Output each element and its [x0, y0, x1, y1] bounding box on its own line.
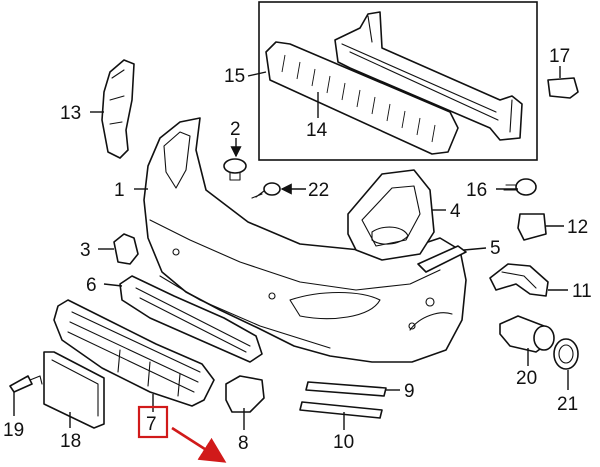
- callout-21: 21: [557, 394, 578, 415]
- part-4-bracket-assembly: [347, 169, 435, 261]
- callout-8: 8: [238, 433, 249, 454]
- part-2-clip-nut: [223, 158, 247, 181]
- part-12-plate: [517, 213, 547, 241]
- callout-10: 10: [333, 432, 354, 453]
- absorber-ribs: [281, 54, 436, 143]
- callout-6: 6: [86, 275, 97, 296]
- part-17-clip: [547, 77, 579, 99]
- part-10-trim-strip: [299, 401, 383, 419]
- part-6-upper-grille: [119, 275, 263, 363]
- callout-3: 3: [80, 240, 91, 261]
- part-19-screw: [9, 375, 43, 393]
- callout-17: 17: [549, 46, 570, 67]
- highlight-arrow: [171, 426, 227, 463]
- part-14-impact-absorber: [265, 41, 459, 155]
- callout-18: 18: [60, 431, 81, 452]
- part-20-parking-sensor: [499, 315, 555, 353]
- callout-20: 20: [516, 368, 537, 389]
- leader-lines: [13, 66, 569, 430]
- reinforcement-inset-box: [258, 1, 538, 161]
- callout-22: 22: [308, 180, 329, 201]
- part-22-bolt: [251, 182, 281, 199]
- callout-2: 2: [230, 119, 241, 140]
- part-3-cap: [113, 233, 139, 265]
- callout-16: 16: [466, 180, 487, 201]
- callout-15: 15: [224, 66, 245, 87]
- part-21-sensor-ring: [553, 338, 579, 370]
- part-7-lower-grille: [53, 299, 215, 407]
- highlight-box: [137, 405, 169, 439]
- part-5-trim-strip: [417, 245, 467, 273]
- callout-7: 7: [146, 414, 157, 435]
- part-15-reinforcement-bar: [334, 11, 523, 141]
- part-8-small-bracket: [225, 375, 265, 413]
- part-13-side-bracket: [101, 59, 135, 159]
- callout-1: 1: [114, 180, 125, 201]
- part-1-bumper-cover: [143, 117, 467, 363]
- callout-4: 4: [450, 201, 461, 222]
- callout-19: 19: [3, 420, 24, 441]
- part-18-license-bracket: [43, 351, 105, 429]
- part-16-bolt: [503, 178, 537, 196]
- callout-14: 14: [306, 120, 328, 141]
- part-9-trim-strip: [305, 381, 387, 397]
- part-11-sensor-bracket: [489, 263, 549, 297]
- callout-9: 9: [404, 381, 415, 402]
- callout-labels: 1 2 3 4 5 6 7 8 9 10 11 12 13 14 15 16 1…: [3, 46, 592, 454]
- callout-11: 11: [572, 281, 592, 302]
- callout-13: 13: [60, 103, 81, 124]
- callout-12: 12: [567, 217, 588, 238]
- callout-5: 5: [490, 238, 501, 259]
